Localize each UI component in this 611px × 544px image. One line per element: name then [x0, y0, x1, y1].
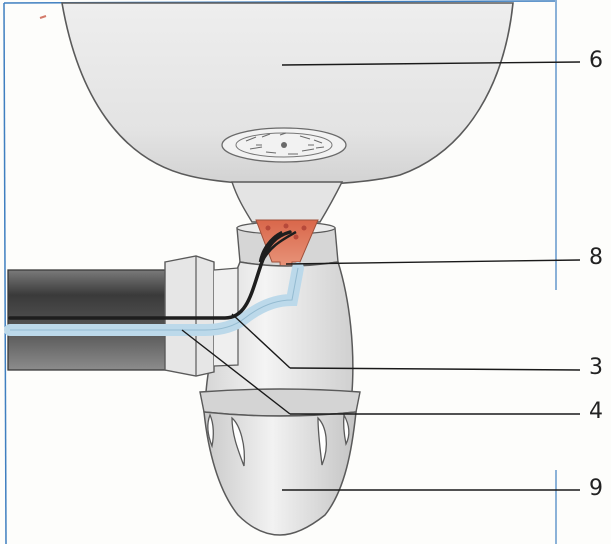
trap-collar [200, 389, 360, 416]
callout-6: 6 [589, 50, 603, 72]
outlet-pipe [8, 270, 168, 370]
callout-9: 9 [589, 478, 603, 500]
callout-4: 4 [589, 401, 603, 423]
callout-3: 3 [589, 357, 603, 379]
drain-strainer [222, 128, 346, 162]
callout-8: 8 [589, 247, 603, 269]
pipe-connector [165, 256, 214, 376]
